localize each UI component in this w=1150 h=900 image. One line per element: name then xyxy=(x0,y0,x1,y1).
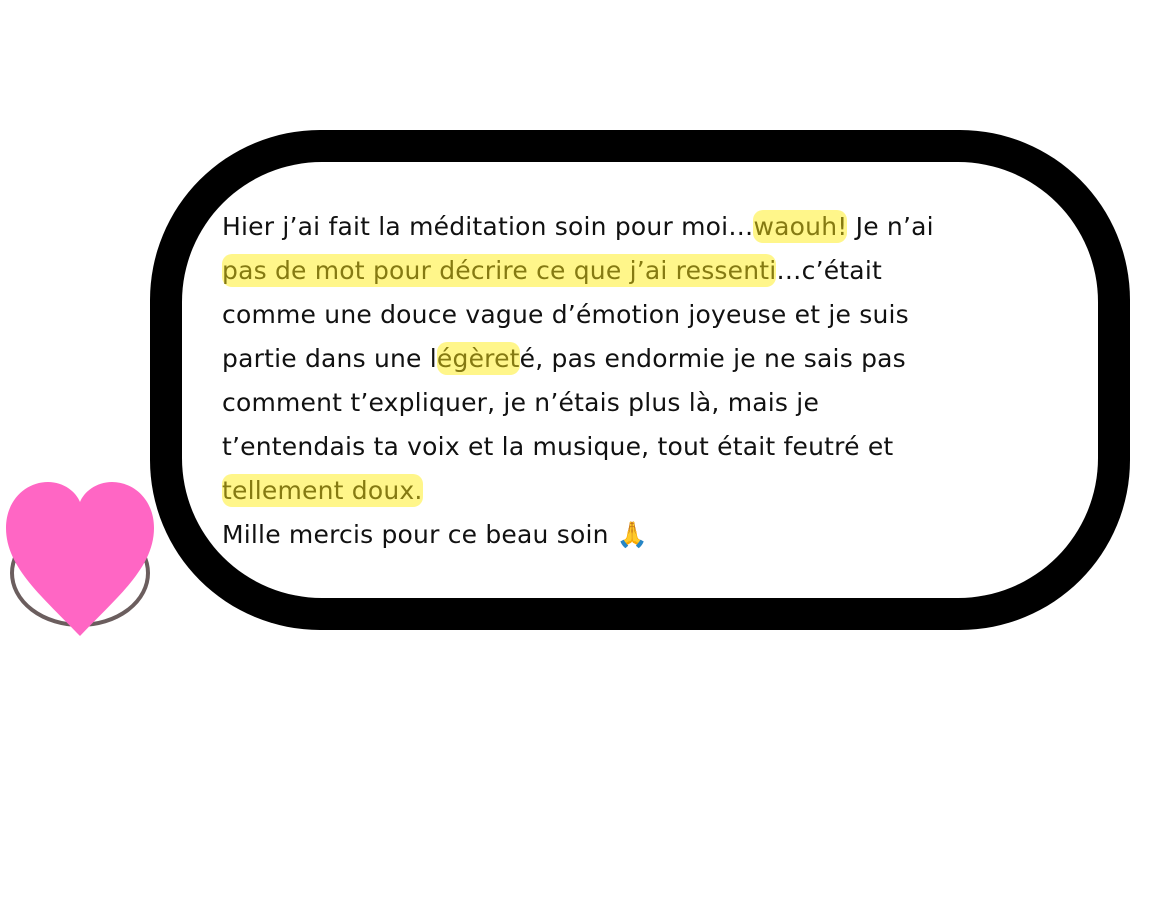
speech-bubble-inner xyxy=(182,162,1098,598)
text-line: Mille mercis pour ce beau soin 🙏 xyxy=(222,513,934,557)
highlighted-text: waouh! xyxy=(753,210,848,243)
text-segment: Mille mercis pour ce beau soin 🙏 xyxy=(222,520,649,549)
text-line: Hier j’ai fait la méditation soin pour m… xyxy=(222,205,934,249)
text-line: comment t’expliquer, je n’étais plus là,… xyxy=(222,381,934,425)
highlighted-text: égèret xyxy=(436,342,520,375)
text-segment: …c’était xyxy=(776,256,882,285)
text-segment: t’entendais ta voix et la musique, tout … xyxy=(222,432,894,461)
text-segment: Je n’ai xyxy=(847,212,934,241)
highlighted-text: tellement doux. xyxy=(222,474,423,507)
text-segment: é, pas endormie je ne sais pas xyxy=(519,344,906,373)
text-line: pas de mot pour décrire ce que j’ai ress… xyxy=(222,249,934,293)
heart-icon xyxy=(6,482,154,636)
text-segment: Hier j’ai fait la méditation soin pour m… xyxy=(222,212,754,241)
heart-shape xyxy=(6,482,154,636)
text-segment: comment t’expliquer, je n’étais plus là,… xyxy=(222,388,820,417)
highlighted-text: pas de mot pour décrire ce que j’ai ress… xyxy=(222,254,777,287)
text-line: partie dans une légèreté, pas endormie j… xyxy=(222,337,934,381)
text-line: tellement doux. xyxy=(222,469,934,513)
text-line: comme une douce vague d’émotion joyeuse … xyxy=(222,293,934,337)
text-segment: partie dans une l xyxy=(222,344,437,373)
text-line: t’entendais ta voix et la musique, tout … xyxy=(222,425,934,469)
text-segment: comme une douce vague d’émotion joyeuse … xyxy=(222,300,909,329)
testimonial-text: Hier j’ai fait la méditation soin pour m… xyxy=(222,205,934,557)
